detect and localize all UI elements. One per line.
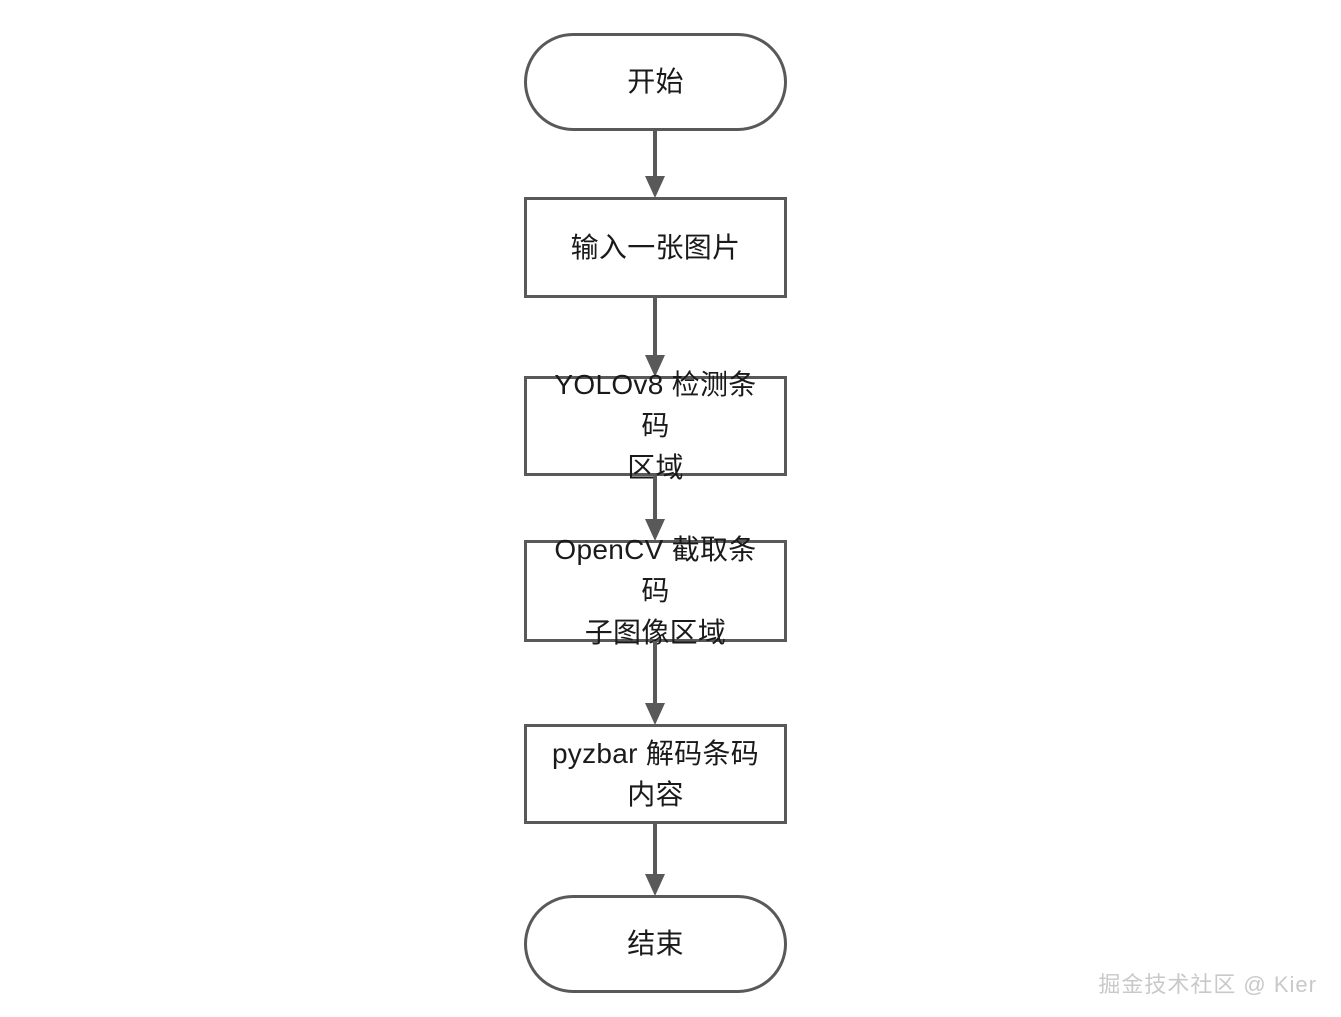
flow-node-end[interactable]: 结束 xyxy=(524,895,787,993)
flow-node-crop-label: OpenCV 截取条码 子图像区域 xyxy=(554,533,757,648)
edge-line xyxy=(653,130,657,176)
arrow-down-icon xyxy=(645,176,665,198)
flow-edge-crop-to-decode xyxy=(645,641,665,725)
edge-line xyxy=(653,823,657,874)
flow-node-detect[interactable]: YOLOv8 检测条码 区域 xyxy=(524,369,787,483)
flow-node-crop[interactable]: OpenCV 截取条码 子图像区域 xyxy=(524,534,787,648)
flow-node-decode-label: pyzbar 解码条码 内容 xyxy=(551,737,760,810)
flow-node-input[interactable]: 输入一张图片 xyxy=(524,197,787,298)
arrow-down-icon xyxy=(645,355,665,377)
flow-node-start-label: 开始 xyxy=(627,66,684,98)
flow-node-start[interactable]: 开始 xyxy=(524,33,787,131)
flow-node-decode[interactable]: pyzbar 解码条码 内容 xyxy=(524,724,787,824)
edge-line xyxy=(653,297,657,355)
edge-line xyxy=(653,475,657,519)
flow-node-detect-label: YOLOv8 检测条码 区域 xyxy=(554,368,757,483)
edge-line xyxy=(653,641,657,703)
arrow-down-icon xyxy=(645,703,665,725)
flow-node-end-label: 结束 xyxy=(627,928,684,960)
flow-edge-detect-to-crop xyxy=(645,475,665,541)
watermark: 掘金技术社区 @ Kier xyxy=(1098,972,1317,997)
arrow-down-icon xyxy=(645,519,665,541)
flow-edge-decode-to-end xyxy=(645,823,665,896)
arrow-down-icon xyxy=(645,874,665,896)
flow-edge-input-to-detect xyxy=(645,297,665,377)
flow-edge-start-to-input xyxy=(645,130,665,198)
flow-node-input-label: 输入一张图片 xyxy=(570,231,741,263)
